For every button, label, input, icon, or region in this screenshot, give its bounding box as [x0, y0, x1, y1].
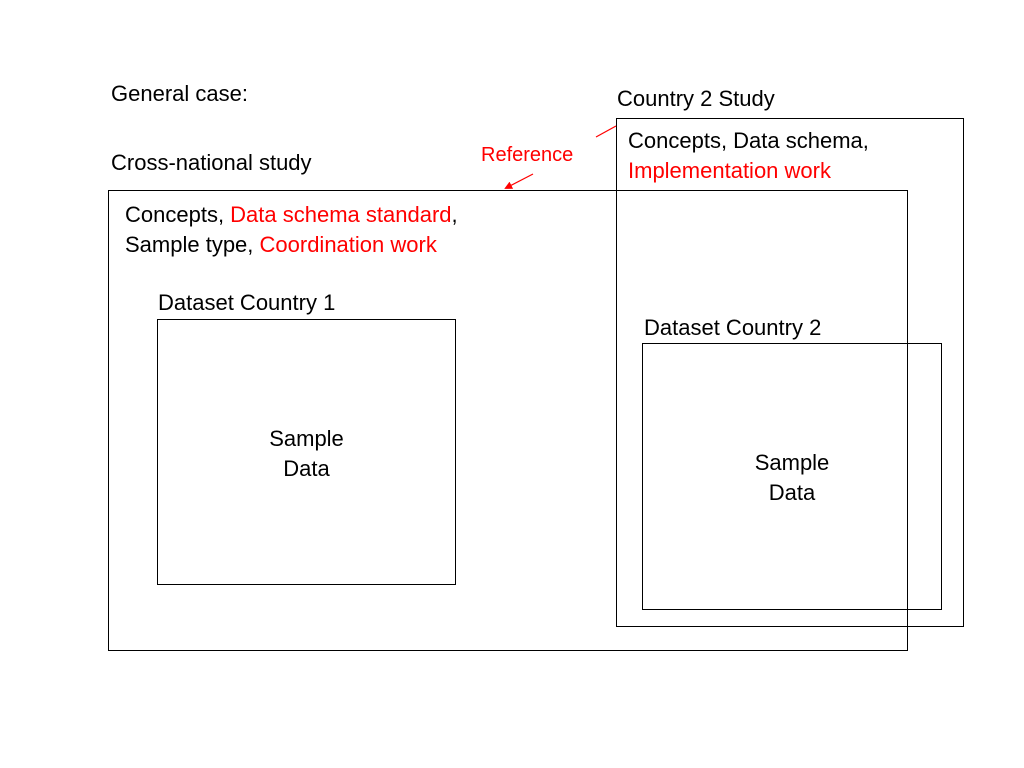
country-2-study-box [616, 118, 964, 627]
dataset-country-1-label: Dataset Country 1 [158, 290, 336, 315]
sample-data-2-line2: Data [768, 480, 816, 505]
dataset-country-2-label: Dataset Country 2 [644, 315, 822, 340]
sample-data-1-line1: Sample [269, 426, 344, 451]
cross-national-sample-type-line: Sample type, Coordination work [125, 230, 437, 260]
concepts-text: Concepts, [125, 202, 231, 227]
reference-label: Reference [481, 144, 574, 166]
implementation-work-text: Implementation work [628, 158, 831, 183]
reference-arrow-to-cross-national [504, 173, 534, 189]
reference-line-to-country-2 [595, 125, 617, 138]
data-schema-standard-text: Data schema standard [230, 202, 452, 227]
sample-type-text: Sample type, [125, 232, 260, 257]
country-2-concepts-line: Concepts, Data schema, [628, 128, 869, 153]
cross-national-concepts-line: Concepts, Data schema standard, [125, 200, 458, 230]
cross-national-study-label: Cross-national study [111, 150, 312, 175]
coordination-work-text: Coordination work [259, 232, 437, 257]
dataset-country-1-box [157, 319, 456, 585]
sample-data-2-line1: Sample [754, 450, 830, 475]
comma-text: , [451, 202, 458, 227]
dataset-country-2-box [642, 343, 942, 610]
sample-data-1-line2: Data [283, 456, 330, 481]
country-2-study-label: Country 2 Study [617, 86, 775, 111]
general-case-heading: General case: [111, 81, 248, 106]
cross-national-study-box [108, 190, 908, 651]
